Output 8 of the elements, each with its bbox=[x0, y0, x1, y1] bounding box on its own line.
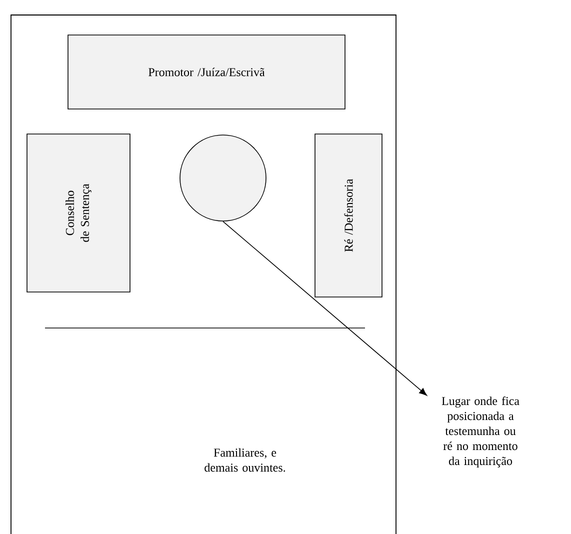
seat-box: Conselho de Sentença bbox=[26, 134, 130, 292]
area-label: Familiares, e demais ouvintes. bbox=[204, 448, 286, 472]
arrow bbox=[222, 221, 427, 396]
seat-box: Promotor /Juíza/Escrivã bbox=[68, 34, 346, 110]
room-outline bbox=[10, 14, 396, 534]
note-text: Lugar onde fica posicionada a testemunha ou ré no momento da inquirição bbox=[442, 396, 520, 468]
seat-box: Ré /Defensoria bbox=[314, 134, 382, 298]
position-circle bbox=[180, 134, 266, 222]
